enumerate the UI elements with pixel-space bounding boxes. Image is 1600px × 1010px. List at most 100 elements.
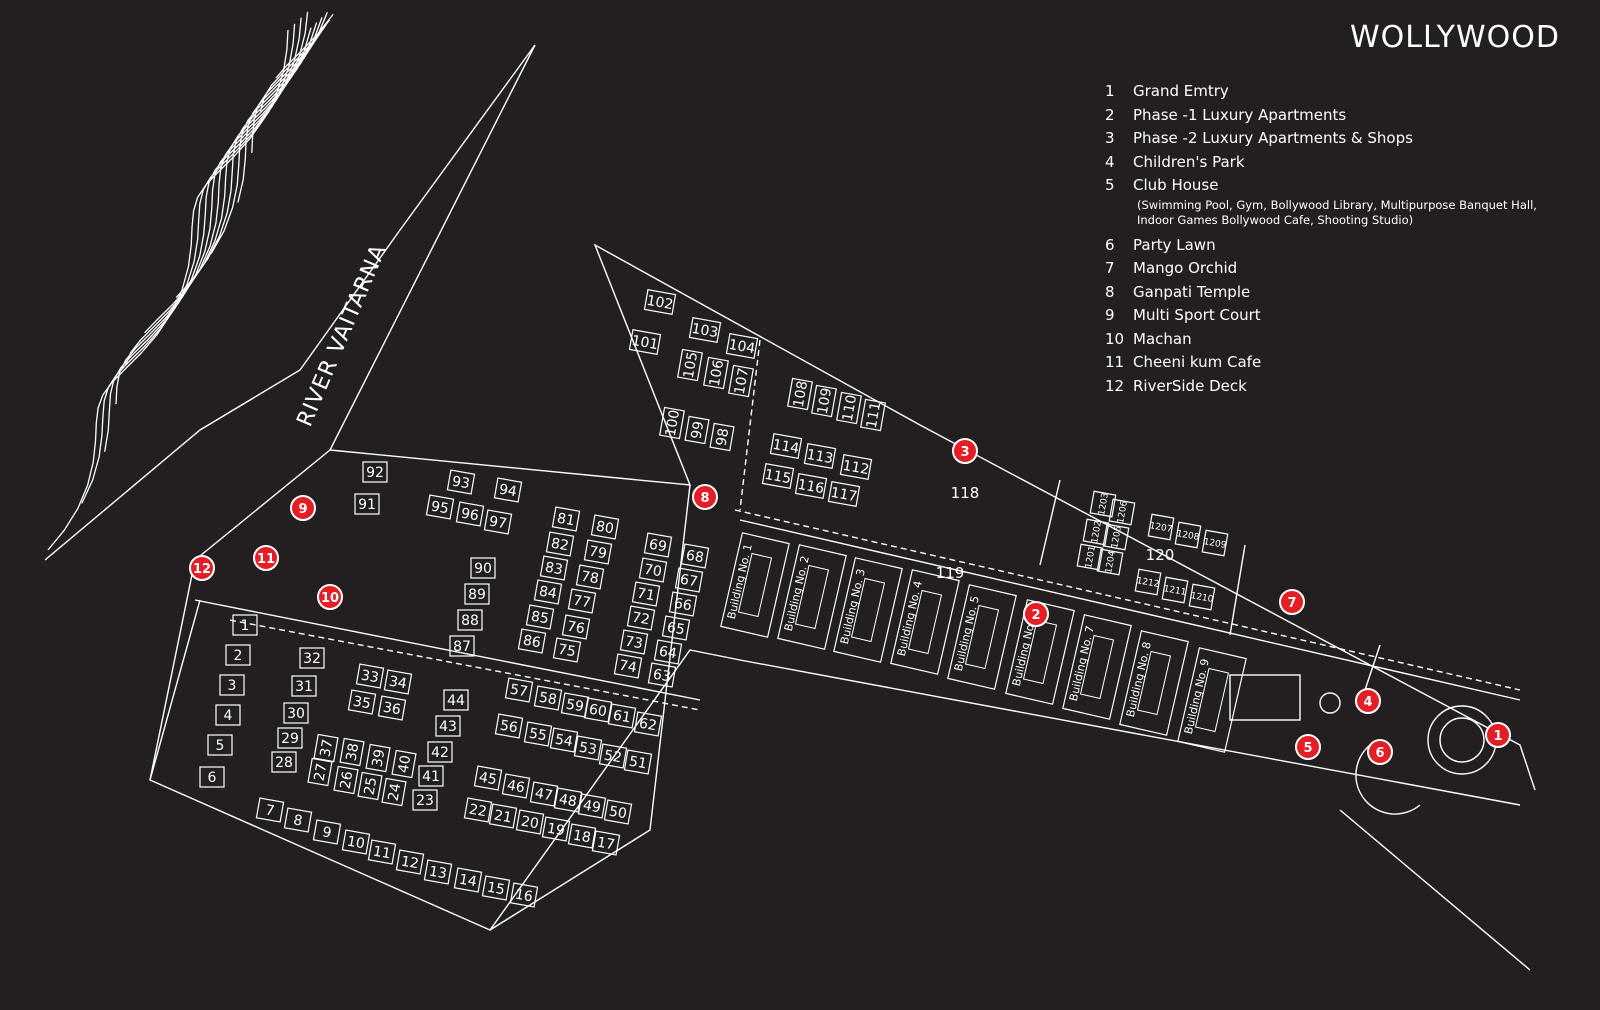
plot-box bbox=[354, 493, 380, 515]
plot-label: 78 bbox=[580, 569, 600, 588]
marker-number: 2 bbox=[1031, 608, 1040, 623]
plot-box bbox=[225, 644, 251, 666]
marker-2[interactable]: 2 bbox=[1023, 601, 1049, 627]
plot-label: 85 bbox=[530, 609, 550, 628]
plot-label: 79 bbox=[588, 544, 608, 563]
plot-53: 53 bbox=[573, 735, 603, 761]
plot-label: 1211 bbox=[1163, 584, 1187, 598]
plot-label: 31 bbox=[295, 679, 313, 695]
marker-5[interactable]: 5 bbox=[1295, 734, 1321, 760]
plot-box bbox=[455, 501, 485, 527]
marker-7[interactable]: 7 bbox=[1279, 589, 1305, 615]
marker-9[interactable]: 9 bbox=[290, 495, 316, 521]
plot-44: 44 bbox=[443, 689, 469, 711]
plot-3: 3 bbox=[219, 674, 245, 696]
plot-box bbox=[341, 829, 371, 855]
plot-box bbox=[529, 781, 559, 807]
plot-label: 49 bbox=[582, 798, 602, 817]
plot-48: 48 bbox=[553, 787, 583, 813]
building-outline bbox=[720, 532, 790, 638]
plot-label: 17 bbox=[596, 835, 616, 854]
marker-4[interactable]: 4 bbox=[1355, 688, 1381, 714]
plot-label: 21 bbox=[493, 808, 513, 827]
legend-number: 6 bbox=[1105, 235, 1115, 254]
plot-12: 12 bbox=[395, 849, 425, 875]
plot-box bbox=[533, 685, 563, 711]
plot-box bbox=[457, 609, 483, 631]
plot-box bbox=[533, 579, 563, 605]
plot-26: 26 bbox=[333, 765, 359, 795]
plot-label: 92 bbox=[366, 465, 384, 481]
plot-box bbox=[725, 333, 759, 359]
plot-94: 94 bbox=[493, 477, 523, 503]
plot-box bbox=[575, 564, 605, 590]
plot-label: 29 bbox=[281, 731, 299, 747]
plot-label: 9 bbox=[321, 824, 333, 841]
marker-10[interactable]: 10 bbox=[317, 584, 343, 610]
marker-circle bbox=[189, 555, 215, 581]
plot-66: 66 bbox=[668, 591, 698, 617]
plot-1210: 1210 bbox=[1188, 583, 1216, 611]
plot-75: 75 bbox=[552, 637, 582, 663]
plot-box bbox=[501, 773, 531, 799]
building-core bbox=[850, 577, 886, 643]
river-wave-line bbox=[237, 30, 323, 203]
plot-96: 96 bbox=[455, 501, 485, 527]
plot-label: 28 bbox=[275, 755, 293, 771]
plot-60: 60 bbox=[583, 697, 613, 723]
plot-box bbox=[481, 875, 511, 901]
plot-box bbox=[647, 662, 677, 688]
plot-box bbox=[1076, 543, 1104, 571]
marker-8[interactable]: 8 bbox=[692, 484, 718, 510]
marker-number: 4 bbox=[1363, 695, 1372, 710]
plot-label: 115 bbox=[763, 467, 792, 487]
plot-box bbox=[728, 364, 754, 398]
plot-label: 47 bbox=[534, 786, 554, 805]
building-label: Building No. 2 bbox=[782, 555, 812, 633]
legend-label: Phase -1 Luxury Apartments bbox=[1133, 105, 1347, 124]
plot-label: 22 bbox=[468, 802, 488, 821]
plot-label: 76 bbox=[566, 619, 586, 638]
building-outline bbox=[1062, 614, 1132, 720]
site-outlines bbox=[44, 44, 1536, 971]
marker-12[interactable]: 12 bbox=[189, 555, 215, 581]
plot-box bbox=[473, 765, 503, 791]
plot-8: 8 bbox=[283, 807, 313, 833]
legend-number: 1 bbox=[1105, 82, 1115, 100]
plot-label: 42 bbox=[431, 745, 449, 761]
plot-100: 100 bbox=[659, 406, 685, 440]
plot-label: 103 bbox=[690, 321, 719, 341]
building-label: Building No. 1 bbox=[725, 543, 755, 621]
plot-label: 71 bbox=[636, 586, 656, 605]
plot-box bbox=[659, 406, 685, 440]
plot-89: 89 bbox=[464, 583, 490, 605]
plot-34: 34 bbox=[383, 669, 413, 695]
plot-box bbox=[232, 614, 258, 636]
area-label-119: 119 bbox=[936, 564, 965, 582]
plot-16: 16 bbox=[509, 882, 539, 908]
plot-111: 111 bbox=[860, 398, 886, 432]
marker-11[interactable]: 11 bbox=[253, 545, 279, 571]
marker-6[interactable]: 6 bbox=[1367, 739, 1393, 765]
plot-box bbox=[339, 737, 365, 767]
river-waves bbox=[47, 11, 334, 551]
plot-24: 24 bbox=[381, 777, 407, 807]
plot-67: 67 bbox=[674, 567, 704, 593]
marker-3[interactable]: 3 bbox=[952, 438, 978, 464]
plot-108: 108 bbox=[787, 377, 813, 411]
plot-29: 29 bbox=[277, 727, 303, 749]
plot-label: 43 bbox=[439, 719, 457, 735]
plot-82: 82 bbox=[545, 531, 575, 557]
plot-68: 68 bbox=[680, 543, 710, 569]
marker-1[interactable]: 1 bbox=[1485, 722, 1511, 748]
plot-box bbox=[583, 697, 613, 723]
plot-label: 58 bbox=[538, 690, 558, 709]
plot-box bbox=[613, 653, 643, 679]
plot-box bbox=[545, 531, 575, 557]
plot-label: 14 bbox=[458, 872, 478, 891]
building-label: Building No. 4 bbox=[895, 580, 925, 658]
